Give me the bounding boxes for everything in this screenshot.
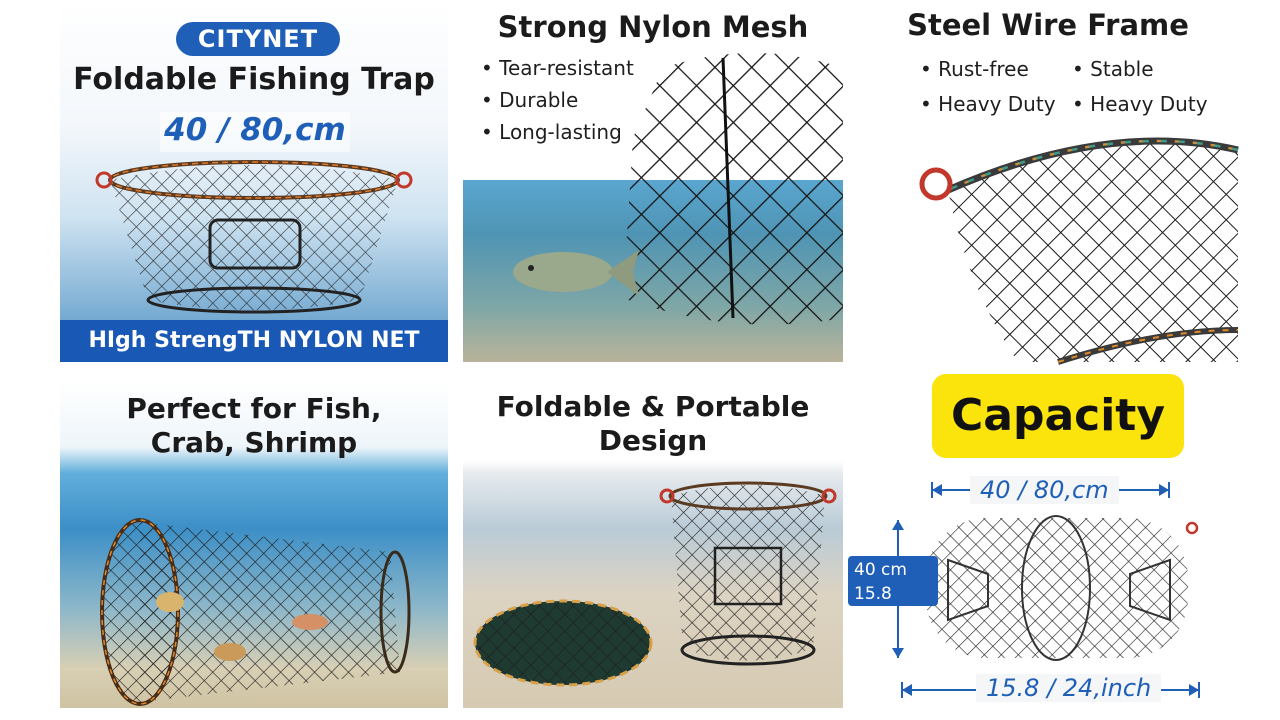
height-cm: 40 cm	[854, 560, 907, 580]
bottom-dimension-label: 15.8 / 24,inch	[976, 674, 1162, 702]
feature-item: Heavy Duty	[1072, 87, 1207, 122]
panel-title: Foldable & Portable Design	[463, 390, 843, 458]
brand-badge: CITYNET	[176, 22, 340, 56]
height-inch: 15.8 inch	[854, 584, 892, 628]
size-label: 40 / 80,cm	[160, 112, 350, 152]
panel-title: Steel Wire Frame	[907, 8, 1189, 42]
frame-features-right: Stable Heavy Duty	[1072, 52, 1208, 122]
panel-steel-frame: Steel Wire Frame Rust-free Heavy Duty St…	[858, 0, 1239, 365]
panel-title: Strong Nylon Mesh	[497, 10, 809, 44]
panel-title: Perfect for Fish, Crab, Shrimp	[60, 392, 448, 460]
feature-item: Stable	[1072, 52, 1208, 87]
mesh-features-list: Tear-resistant Durable Long-lasting	[481, 52, 634, 148]
feature-item: Tear-resistant	[481, 52, 634, 84]
underwater-trap-image	[100, 518, 411, 706]
title-line: Perfect for Fish,	[126, 392, 382, 425]
top-dimension-label: 40 / 80,cm	[970, 476, 1119, 504]
feature-item: Heavy Duty	[920, 87, 1055, 122]
fish-image	[513, 250, 639, 296]
height-dimension-label: 40 cm 15.8 inch	[848, 556, 938, 628]
capacity-trap-image	[926, 515, 1199, 661]
feature-item: Durable	[481, 84, 634, 116]
product-title: Foldable Fishing Trap	[73, 62, 435, 97]
panel-nylon-mesh: Strong Nylon Mesh Tear-resistant Durable…	[463, 0, 843, 362]
frame-features-left: Rust-free Heavy Duty	[920, 52, 1056, 122]
strength-banner: HIgh StrengTH NYLON NET	[60, 320, 448, 362]
title-line: Crab, Shrimp	[150, 426, 358, 459]
feature-item: Rust-free	[920, 52, 1056, 87]
title-line: Design	[598, 424, 708, 457]
panel-foldable-portable: Foldable & Portable Design	[463, 382, 843, 708]
mesh-closeup-image	[623, 53, 843, 325]
panel-foldable-trap: CITYNET Foldable Fishing Trap 40 / 80,cm…	[60, 0, 448, 362]
capacity-heading: Capacity	[932, 374, 1184, 458]
wire-frame-image	[919, 137, 1239, 365]
title-line: Foldable & Portable	[496, 390, 810, 423]
panel-fish-crab-shrimp: Perfect for Fish, Crab, Shrimp	[60, 382, 448, 708]
panel-capacity: Capacity 40 / 80,cm 40 cm 15.8 inch 15.8…	[848, 370, 1238, 710]
folded-and-open-trap-image	[473, 481, 837, 687]
feature-item: Long-lasting	[481, 116, 634, 148]
trap-image	[95, 160, 413, 314]
